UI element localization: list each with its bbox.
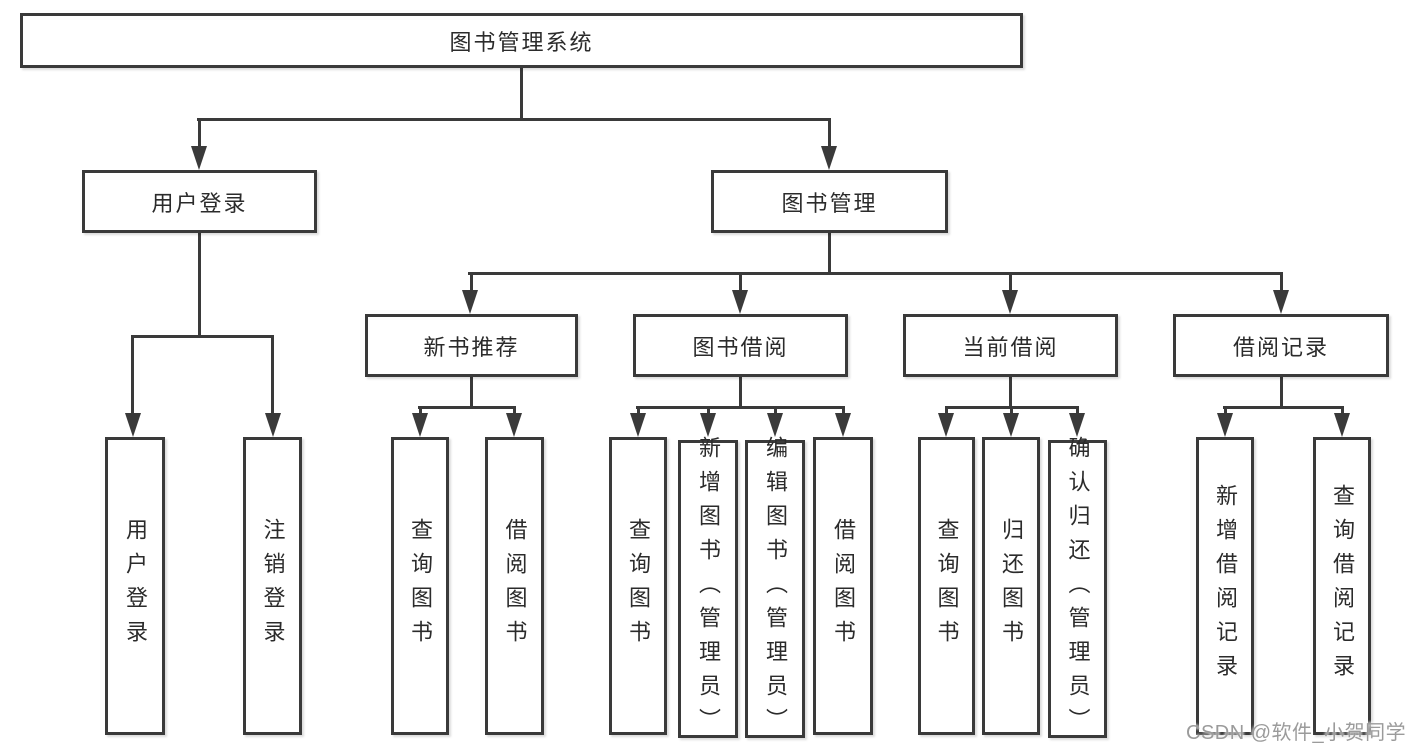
connector-line — [842, 406, 845, 415]
node-label: 查询图书 — [626, 518, 651, 654]
connector-line — [470, 377, 473, 409]
connector-line — [513, 406, 516, 415]
connector-line — [1341, 406, 1344, 415]
arrowhead-icon — [1334, 413, 1350, 437]
connector-line — [636, 406, 845, 409]
node-label: 借阅记录 — [1232, 334, 1329, 360]
arrowhead-icon — [700, 413, 716, 437]
node-label: 图书管理系统 — [449, 29, 594, 55]
node-leaf-user-login: 用户登录 — [105, 437, 165, 735]
node-label: 借阅图书 — [502, 518, 528, 654]
node-leaf-query-books-borrow: 查询图书 — [609, 437, 667, 735]
node-label: 编辑图书（管理员） — [763, 436, 788, 742]
node-label: 用户登录 — [123, 518, 148, 654]
node-leaf-borrow-books-recommend: 借阅图书 — [485, 437, 544, 735]
connector-line — [470, 272, 473, 292]
node-leaf-borrow-books-borrow: 借阅图书 — [813, 437, 873, 735]
node-leaf-return-books: 归还图书 — [982, 437, 1040, 735]
node-leaf-confirm-return-admin: 确认归还（管理员） — [1048, 436, 1107, 742]
connector-line — [1280, 377, 1283, 409]
arrowhead-icon — [412, 413, 428, 437]
node-book-management: 图书管理 — [711, 170, 948, 233]
connector-line — [520, 68, 523, 121]
arrowhead-icon — [1217, 413, 1233, 437]
arrowhead-icon — [462, 290, 478, 314]
connector-line — [197, 118, 831, 121]
connector-line — [637, 406, 640, 415]
node-label: 查询图书 — [408, 518, 433, 654]
node-leaf-add-book-admin: 新增图书（管理员） — [678, 436, 738, 742]
node-user-login-branch: 用户登录 — [82, 170, 317, 233]
connector-line — [1280, 272, 1283, 292]
connector-line — [1009, 272, 1012, 292]
node-label: 归还图书 — [999, 518, 1024, 654]
connector-line — [1223, 406, 1344, 409]
connector-line — [131, 335, 134, 415]
connector-line — [1009, 377, 1012, 409]
arrowhead-icon — [732, 290, 748, 314]
node-label: 当前借阅 — [962, 334, 1059, 360]
arrowhead-icon — [265, 413, 281, 437]
watermark: CSDN @软件_小贺同学 — [1186, 722, 1405, 744]
connector-line — [945, 406, 948, 415]
arrowhead-icon — [1273, 290, 1289, 314]
node-leaf-edit-book-admin: 编辑图书（管理员） — [745, 436, 805, 742]
node-current-borrowing: 当前借阅 — [903, 314, 1118, 377]
node-leaf-add-borrow-record: 新增借阅记录 — [1196, 437, 1254, 735]
connector-line — [131, 335, 274, 338]
node-label: 图书借阅 — [692, 334, 789, 360]
arrowhead-icon — [506, 413, 522, 437]
connector-line — [828, 118, 831, 148]
node-label: 图书管理 — [781, 190, 878, 216]
connector-line — [1076, 406, 1079, 415]
node-leaf-query-books-recommend: 查询图书 — [391, 437, 449, 735]
node-leaf-query-borrow-record: 查询借阅记录 — [1313, 437, 1371, 735]
connector-line — [739, 272, 742, 292]
node-new-book-recommendation: 新书推荐 — [365, 314, 578, 377]
node-label: 查询借阅记录 — [1330, 484, 1355, 688]
arrowhead-icon — [821, 146, 837, 170]
arrowhead-icon — [938, 413, 954, 437]
connector-line — [707, 406, 710, 415]
connector-line — [468, 272, 1283, 275]
connector-line — [271, 335, 274, 415]
connector-line — [198, 233, 201, 338]
node-library-management-system: 图书管理系统 — [20, 13, 1023, 68]
arrowhead-icon — [630, 413, 646, 437]
node-label: 确认归还（管理员） — [1065, 436, 1091, 742]
node-label: 新增图书（管理员） — [696, 436, 721, 742]
connector-line — [418, 406, 516, 409]
connector-line — [198, 118, 201, 148]
node-label: 借阅图书 — [831, 518, 856, 654]
arrowhead-icon — [125, 413, 141, 437]
node-label: 查询图书 — [934, 518, 960, 654]
connector-line — [828, 233, 831, 275]
connector-line — [774, 406, 777, 415]
connector-line — [1224, 406, 1227, 415]
node-label: 新书推荐 — [423, 334, 520, 360]
arrowhead-icon — [191, 146, 207, 170]
connector-line — [1010, 406, 1013, 415]
connector-line — [419, 406, 422, 415]
arrowhead-icon — [1003, 413, 1019, 437]
connector-line — [739, 377, 742, 409]
node-label: 注销登录 — [260, 518, 286, 654]
arrowhead-icon — [1069, 413, 1085, 437]
node-book-borrowing: 图书借阅 — [633, 314, 848, 377]
arrowhead-icon — [835, 413, 851, 437]
node-borrowing-records: 借阅记录 — [1173, 314, 1389, 377]
node-leaf-query-books-current: 查询图书 — [918, 437, 975, 735]
node-label: 用户登录 — [151, 190, 248, 216]
node-leaf-logout: 注销登录 — [243, 437, 302, 735]
arrowhead-icon — [767, 413, 783, 437]
node-label: 新增借阅记录 — [1213, 484, 1238, 688]
arrowhead-icon — [1002, 290, 1018, 314]
